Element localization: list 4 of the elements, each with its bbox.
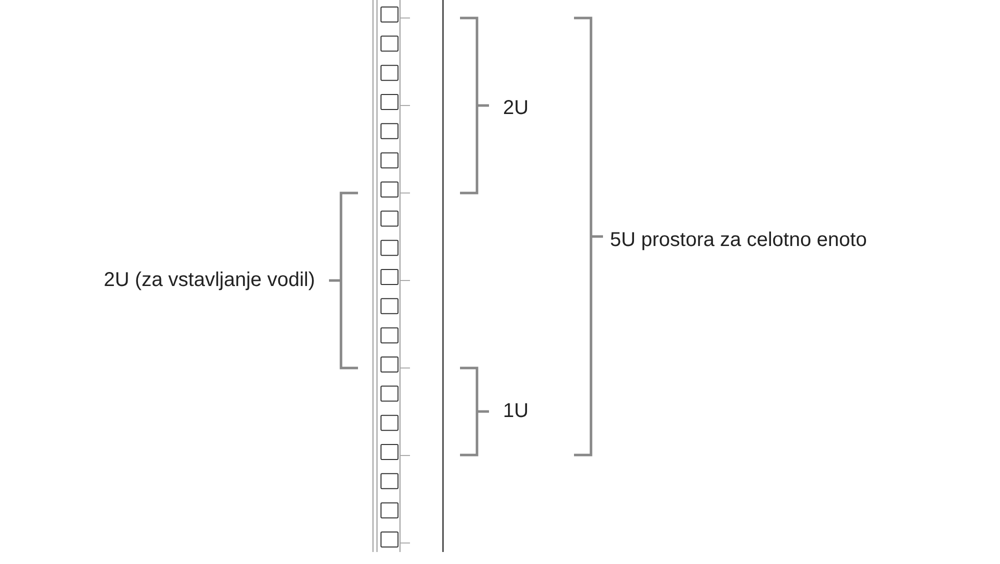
dimension-label: 2U (za vstavljanje vodil) (104, 268, 315, 292)
dimension-label: 5U prostora za celotno enoto (610, 228, 867, 252)
dimension-label: 1U (503, 399, 529, 423)
dimension-label: 2U (503, 96, 529, 120)
